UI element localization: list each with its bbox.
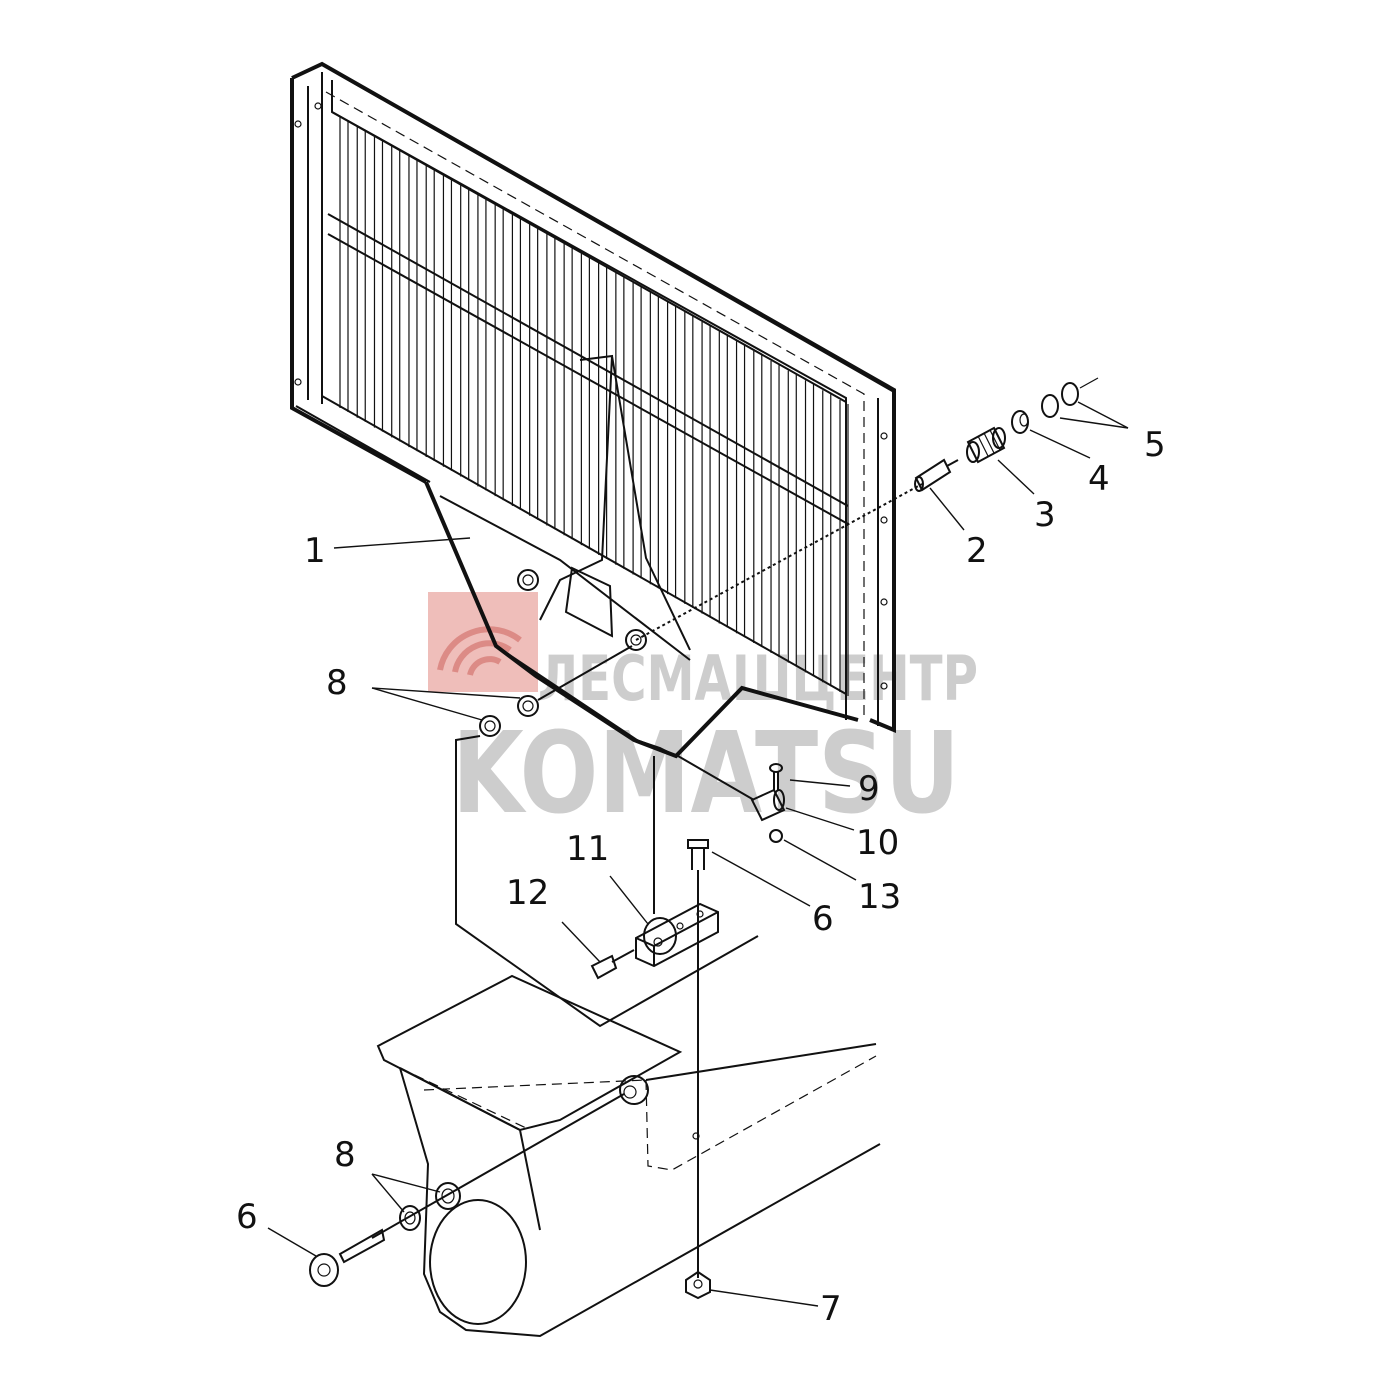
pin-part-2: [914, 458, 959, 492]
axis-line-upper-washers: [537, 645, 633, 701]
callout-2: 2: [966, 531, 988, 571]
bracket-part-11: [635, 902, 719, 968]
callout-11: 11: [566, 829, 609, 869]
callout-7: 7: [820, 1289, 842, 1329]
bolt-part-6-upper: [687, 839, 709, 870]
screw-part-9: [769, 763, 783, 790]
grille-slats: [339, 116, 849, 696]
axis-line: [635, 483, 923, 641]
clips-part-5: [1041, 382, 1079, 418]
watermark-logo: [428, 592, 538, 692]
spring-part-3: [966, 426, 1006, 464]
callout-13: 13: [858, 877, 901, 917]
assembly-outline: [455, 735, 759, 1028]
callout-1: 1: [304, 531, 326, 571]
lower-frame: [376, 974, 881, 1338]
callout-8-lower: 8: [334, 1135, 356, 1175]
nut-part-7: [685, 1270, 711, 1300]
callout-labels: 1 2 3 4 5 6 6 7 8 8 9 10 11 12 13: [236, 425, 1166, 1329]
leader-lines: [267, 401, 1129, 1307]
callout-3: 3: [1034, 495, 1056, 535]
watermark-brand-cyrillic: ЛЕСМАШЦЕНТР: [538, 642, 978, 715]
callout-4: 4: [1088, 459, 1110, 499]
callout-12: 12: [506, 873, 549, 913]
callout-10: 10: [856, 823, 899, 863]
callout-8-upper: 8: [326, 663, 348, 703]
axis-line-lower: [371, 1093, 625, 1239]
watermark: ЛЕСМАШЦЕНТР KOMATSU: [428, 592, 978, 839]
callout-9: 9: [858, 769, 880, 809]
pin-part-10: [750, 788, 786, 822]
washers-part-8-lower: [399, 1182, 461, 1231]
callout-5: 5: [1144, 425, 1166, 465]
washer-part-4: [1011, 410, 1029, 434]
grille-panel-part-1: [290, 61, 896, 759]
side-holes: [294, 102, 888, 690]
callout-6-upper: 6: [812, 899, 834, 939]
washers-part-8-upper: [479, 695, 539, 737]
nut-part-13: [769, 829, 783, 843]
bolt-part-6-lower: [309, 1228, 386, 1287]
watermark-brand-komatsu: KOMATSU: [452, 709, 960, 839]
screw-part-12: [590, 949, 635, 980]
callout-6-lower: 6: [236, 1197, 258, 1237]
